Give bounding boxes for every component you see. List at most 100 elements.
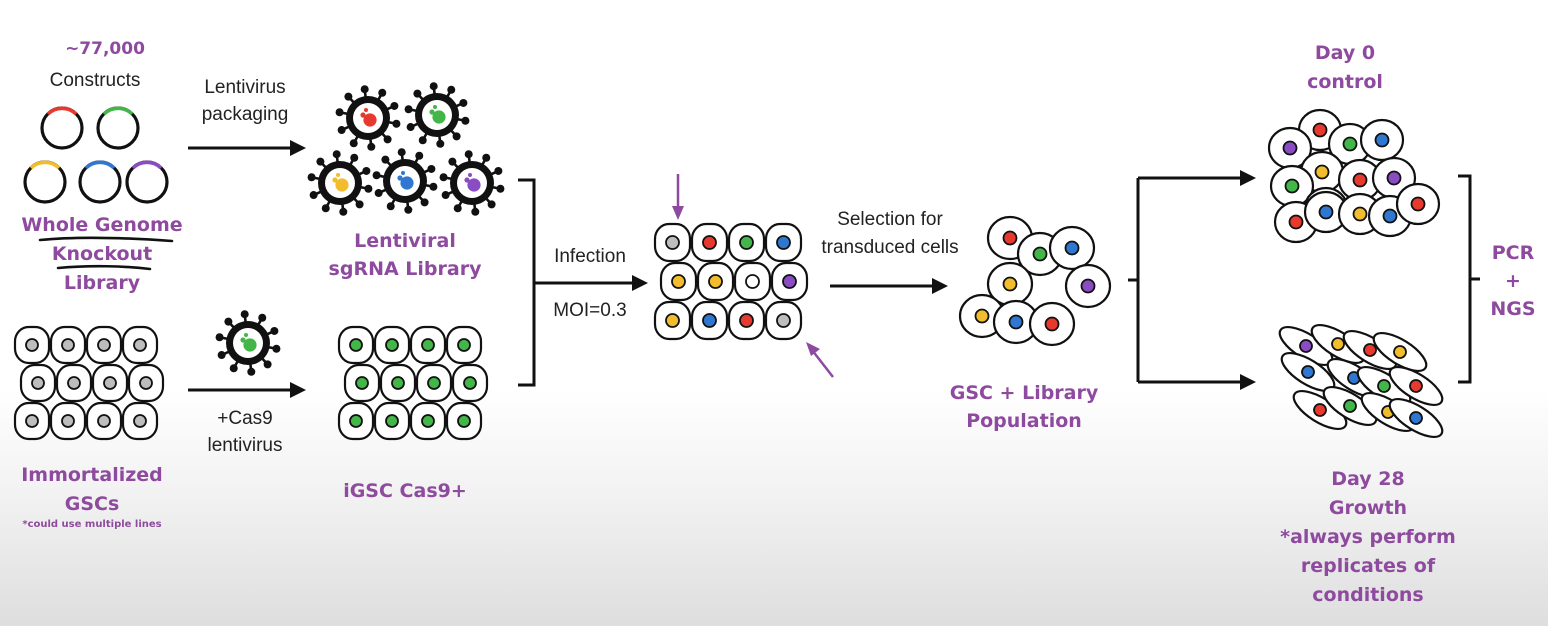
- cell: [1388, 366, 1444, 406]
- cell: [409, 401, 447, 441]
- selection-line2: transduced cells: [821, 237, 959, 258]
- nucleus: [457, 414, 471, 428]
- cell: [690, 222, 729, 263]
- cell: [1269, 164, 1315, 208]
- cell: [1359, 118, 1405, 162]
- arrow-lentivirus-packaging: [188, 140, 306, 156]
- nucleus: [385, 338, 399, 352]
- lentivirus-particle: [335, 85, 401, 151]
- plasmid-insert: [102, 106, 134, 116]
- immortalized-line1: Immortalized: [21, 464, 163, 486]
- nucleus: [974, 308, 990, 324]
- purple-arrow-down: [672, 174, 684, 220]
- nucleus: [1002, 230, 1018, 246]
- nucleus: [1044, 316, 1060, 332]
- cell: [85, 401, 123, 441]
- cell: [409, 325, 447, 365]
- cell: [121, 401, 159, 441]
- day0-line1: Day 0: [1314, 42, 1376, 64]
- construct-count: ~77,000: [65, 39, 145, 59]
- cell: [653, 222, 692, 263]
- genome-dot: [243, 338, 257, 352]
- lentivirus-packaging-line2: packaging: [201, 104, 289, 125]
- nucleus: [1318, 204, 1334, 220]
- nucleus: [1288, 214, 1304, 230]
- nucleus: [1409, 411, 1423, 425]
- cell: [1267, 126, 1313, 170]
- cell: [1322, 386, 1378, 426]
- constructs-label: Constructs: [49, 70, 141, 91]
- nucleus: [103, 376, 117, 390]
- cell: [1028, 301, 1076, 347]
- cell: [1064, 263, 1112, 309]
- nucleus: [1032, 246, 1048, 262]
- cell: [121, 325, 159, 365]
- nucleus: [1393, 345, 1407, 359]
- nucleus: [1064, 240, 1080, 256]
- nucleus: [702, 313, 717, 328]
- plasmid: [96, 106, 140, 150]
- nucleus: [463, 376, 477, 390]
- purple-arrow-upleft: [806, 342, 834, 378]
- nucleus: [61, 414, 75, 428]
- cell: [337, 325, 375, 365]
- cell: [19, 363, 57, 403]
- cell: [445, 325, 483, 365]
- cell: [379, 363, 417, 403]
- infection-label: Infection: [554, 246, 626, 267]
- plasmid-insert: [131, 160, 163, 170]
- nucleus: [708, 274, 723, 289]
- cell: [91, 363, 129, 403]
- nucleus: [665, 313, 680, 328]
- genome-dot: [363, 113, 377, 127]
- arrow-selection: [830, 278, 948, 294]
- cell: [659, 261, 698, 302]
- igsc-label: iGSC Cas9+: [343, 480, 467, 502]
- genome-dot: [400, 176, 414, 190]
- day28-cell-cluster: [1278, 324, 1444, 438]
- nucleus: [739, 235, 754, 250]
- cell: [696, 261, 735, 302]
- plasmid: [40, 106, 84, 150]
- selected-cell-cluster: [958, 215, 1112, 347]
- cell: [127, 363, 165, 403]
- lentivirus-particle: [404, 82, 470, 148]
- nucleus: [776, 235, 791, 250]
- cell: [445, 401, 483, 441]
- nucleus: [1282, 140, 1298, 156]
- population-line2: Population: [966, 410, 1082, 432]
- nucleus: [1374, 132, 1390, 148]
- cell: [415, 363, 453, 403]
- genome-dot: [335, 178, 349, 192]
- cell: [49, 325, 87, 365]
- arrow-cas9: [188, 382, 306, 398]
- day28-line1: Day 28: [1331, 468, 1405, 490]
- lentivirus-library-group: [307, 82, 505, 216]
- cell: [1048, 225, 1096, 271]
- nucleus: [67, 376, 81, 390]
- cas9-line2: lentivirus: [207, 435, 283, 456]
- nucleus: [1386, 170, 1402, 186]
- lentivirus-packaging-line1: Lentivirus: [204, 77, 286, 98]
- infected-cell-cluster: [653, 222, 809, 341]
- cell: [733, 261, 772, 302]
- nucleus: [1314, 164, 1330, 180]
- cell: [1388, 398, 1444, 438]
- nucleus: [427, 376, 441, 390]
- nucleus: [139, 376, 153, 390]
- cell: [764, 222, 803, 263]
- merge-bracket: [518, 178, 648, 387]
- library-underline: [56, 264, 152, 271]
- nucleus: [1410, 196, 1426, 212]
- nucleus: [1299, 339, 1313, 353]
- lentivirus-particle: [215, 310, 281, 376]
- nucleus: [1008, 314, 1024, 330]
- nucleus: [349, 414, 363, 428]
- cell: [13, 325, 51, 365]
- igsc-cell-cluster: [337, 325, 489, 441]
- cell: [1372, 332, 1428, 372]
- nucleus: [349, 338, 363, 352]
- nucleus: [745, 274, 760, 289]
- nucleus: [1301, 365, 1315, 379]
